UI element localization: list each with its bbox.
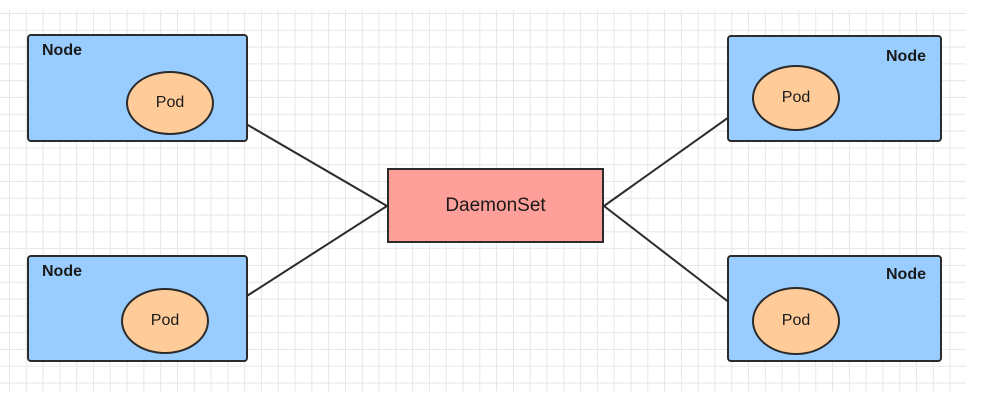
node-label: Node — [42, 263, 82, 280]
node-label: Node — [42, 42, 82, 59]
node-label: Node — [886, 266, 926, 283]
pod-bottom-right: Pod — [752, 287, 840, 355]
node-label: Node — [886, 48, 926, 65]
pod-top-right: Pod — [752, 65, 840, 131]
pod-top-left: Pod — [126, 71, 214, 135]
daemonset-box: DaemonSet — [387, 168, 604, 243]
pod-bottom-left: Pod — [121, 288, 209, 354]
